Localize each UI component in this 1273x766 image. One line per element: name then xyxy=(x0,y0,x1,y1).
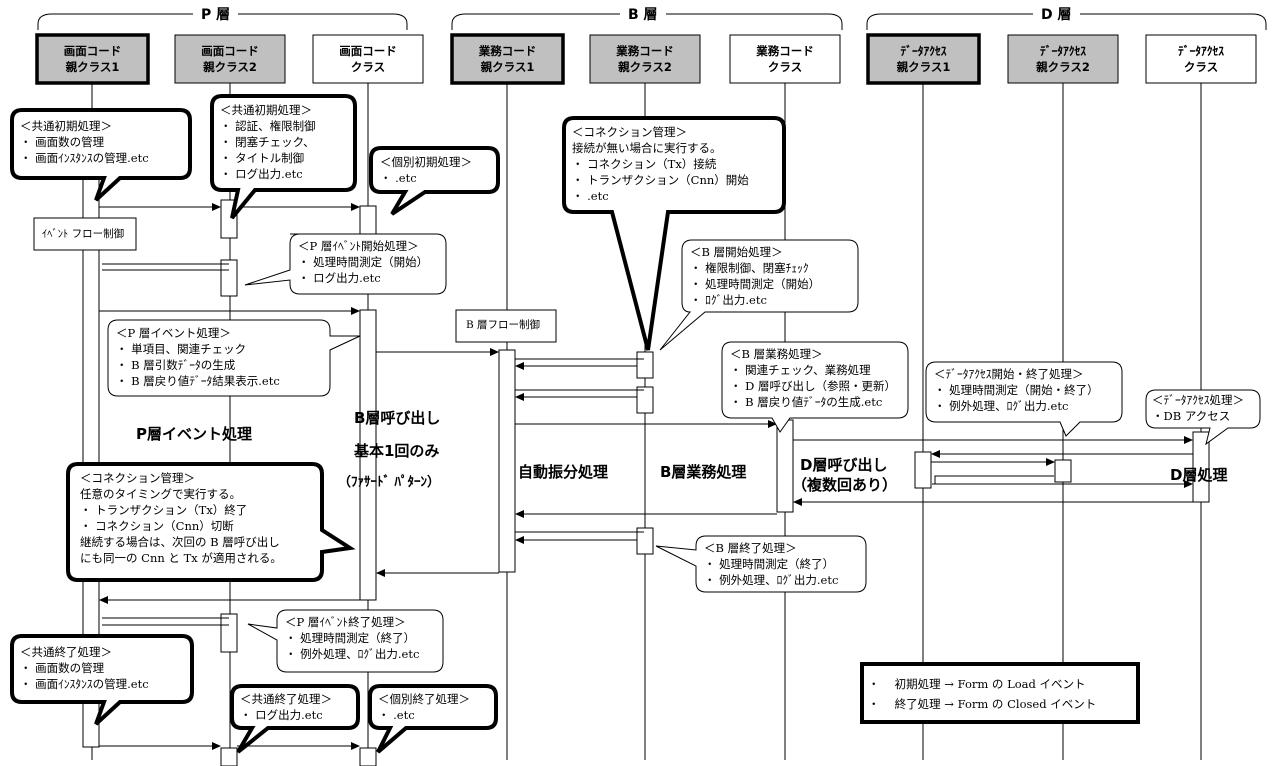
header-box-2 xyxy=(174,34,286,84)
header-2: 画面コード親クラス2 xyxy=(201,44,259,74)
header-box-9 xyxy=(1145,34,1257,84)
header-box-8 xyxy=(1007,34,1119,84)
note-b-end: ＜B 層終了処理＞・ 処理時間測定（終了）・ 例外処理、ﾛｸﾞ出力.etc xyxy=(704,541,839,587)
header-8: ﾃﾞｰﾀｱｸｾｽ親クラス2 xyxy=(1036,44,1090,74)
label-auto-dispatch: 自動振分処理 xyxy=(518,463,609,481)
header-5: 業務コード親クラス2 xyxy=(616,44,674,74)
note-common-end: ＜共通終了処理＞・ 画面数の管理・ 画面ｲﾝｽﾀﾝｽの管理.etc xyxy=(20,645,149,691)
header-9: ﾃﾞｰﾀｱｸｾｽクラス xyxy=(1178,44,1224,74)
activation-bars xyxy=(82,174,1210,766)
label-d-call-1: D層呼び出し xyxy=(800,456,888,474)
label-b-business-proc: B層業務処理 xyxy=(660,463,747,481)
header-box-3 xyxy=(312,34,424,84)
note-d-access: ＜ﾃﾞｰﾀｱｸｾｽ処理＞・DB アクセス xyxy=(1152,393,1244,423)
label-b-call-3: （ﾌｧｻｰﾄﾞ ﾊﾟﾀｰﾝ） xyxy=(338,475,441,490)
label-b-call-2: 基本1回のみ xyxy=(354,442,440,460)
label-p-event-proc: P層イベント処理 xyxy=(136,425,252,443)
d-layer-title: D 層 xyxy=(1033,4,1080,24)
callouts xyxy=(10,94,1261,754)
note-d-access-start: ＜ﾃﾞｰﾀｱｸｾｽ開始・終了処理＞・ 処理時間測定（開始・終了）・ 例外処理、ﾛ… xyxy=(934,367,1099,413)
note-connection-mgmt: ＜コネクション管理＞接続が無い場合に実行する。・ コネクション（Tx）接続・ ト… xyxy=(572,125,749,203)
note-b-flow: B 層フロー制御 xyxy=(466,319,541,331)
label-d-call-2: （複数回あり） xyxy=(792,476,898,494)
note-common-init-2: ＜共通初期処理＞・ 認証、権限制御・ 閉塞チェック、・ タイトル制御・ ログ出力… xyxy=(220,103,316,181)
header-box-7 xyxy=(866,33,981,85)
messages xyxy=(99,203,1193,750)
note-common-init: ＜共通初期処理＞・ 画面数の管理・ 画面ｲﾝｽﾀﾝｽの管理.etc xyxy=(20,119,149,165)
note-p-event-end: ＜P 層ｲﾍﾞﾝﾄ終了処理＞・ 処理時間測定（終了）・ 例外処理、ﾛｸﾞ出力.e… xyxy=(285,615,420,661)
legend-item-init: ・ 初期処理 → Form の Load イベント xyxy=(868,677,1086,691)
note-event-flow: ｲﾍﾞﾝﾄ フロー制御 xyxy=(42,228,125,240)
note-individual-end: ＜個別終了処理＞・ .etc xyxy=(378,692,470,722)
b-layer-title: B 層 xyxy=(620,4,666,24)
label-d-proc: D層処理 xyxy=(1170,466,1228,484)
note-common-end-2: ＜共通終了処理＞・ ログ出力.etc xyxy=(240,692,332,722)
note-p-event: ＜P 層イベント処理＞・ 単項目、関連チェック・ B 層引数ﾃﾞｰﾀの生成・ B… xyxy=(116,326,280,388)
note-p-event-start: ＜P 層ｲﾍﾞﾝﾄ開始処理＞・ 処理時間測定（開始）・ ログ出力.etc xyxy=(298,239,429,285)
label-b-call-1: B層呼び出し xyxy=(354,409,441,427)
note-connection-mgmt-2: ＜コネクション管理＞任意のタイミングで実行する。・ トランザクション（Tx）終了… xyxy=(80,471,282,565)
legend-item-end: ・ 終了処理 → Form の Closed イベント xyxy=(868,697,1097,711)
header-7: ﾃﾞｰﾀｱｸｾｽ親クラス1 xyxy=(896,44,951,74)
header-1: 画面コード親クラス1 xyxy=(63,44,122,74)
note-individual-init: ＜個別初期処理＞・ .etc xyxy=(380,155,472,185)
header-6: 業務コードクラス xyxy=(756,44,814,74)
p-layer-title: P 層 xyxy=(193,4,239,24)
legend: ・ 初期処理 → Form の Load イベント ・ 終了処理 → Form … xyxy=(868,674,1096,714)
header-box-1 xyxy=(35,33,150,85)
header-3: 画面コードクラス xyxy=(339,44,397,74)
note-b-start: ＜B 層開始処理＞・ 権限制御、閉塞ﾁｪｯｸ・ 処理時間測定（開始）・ ﾛｸﾞ出… xyxy=(690,245,821,307)
header-4: 業務コード親クラス1 xyxy=(478,44,537,74)
note-b-business: ＜B 層業務処理＞・ 関連チェック、業務処理・ D 層呼び出し（参照・更新）・ … xyxy=(730,347,897,409)
